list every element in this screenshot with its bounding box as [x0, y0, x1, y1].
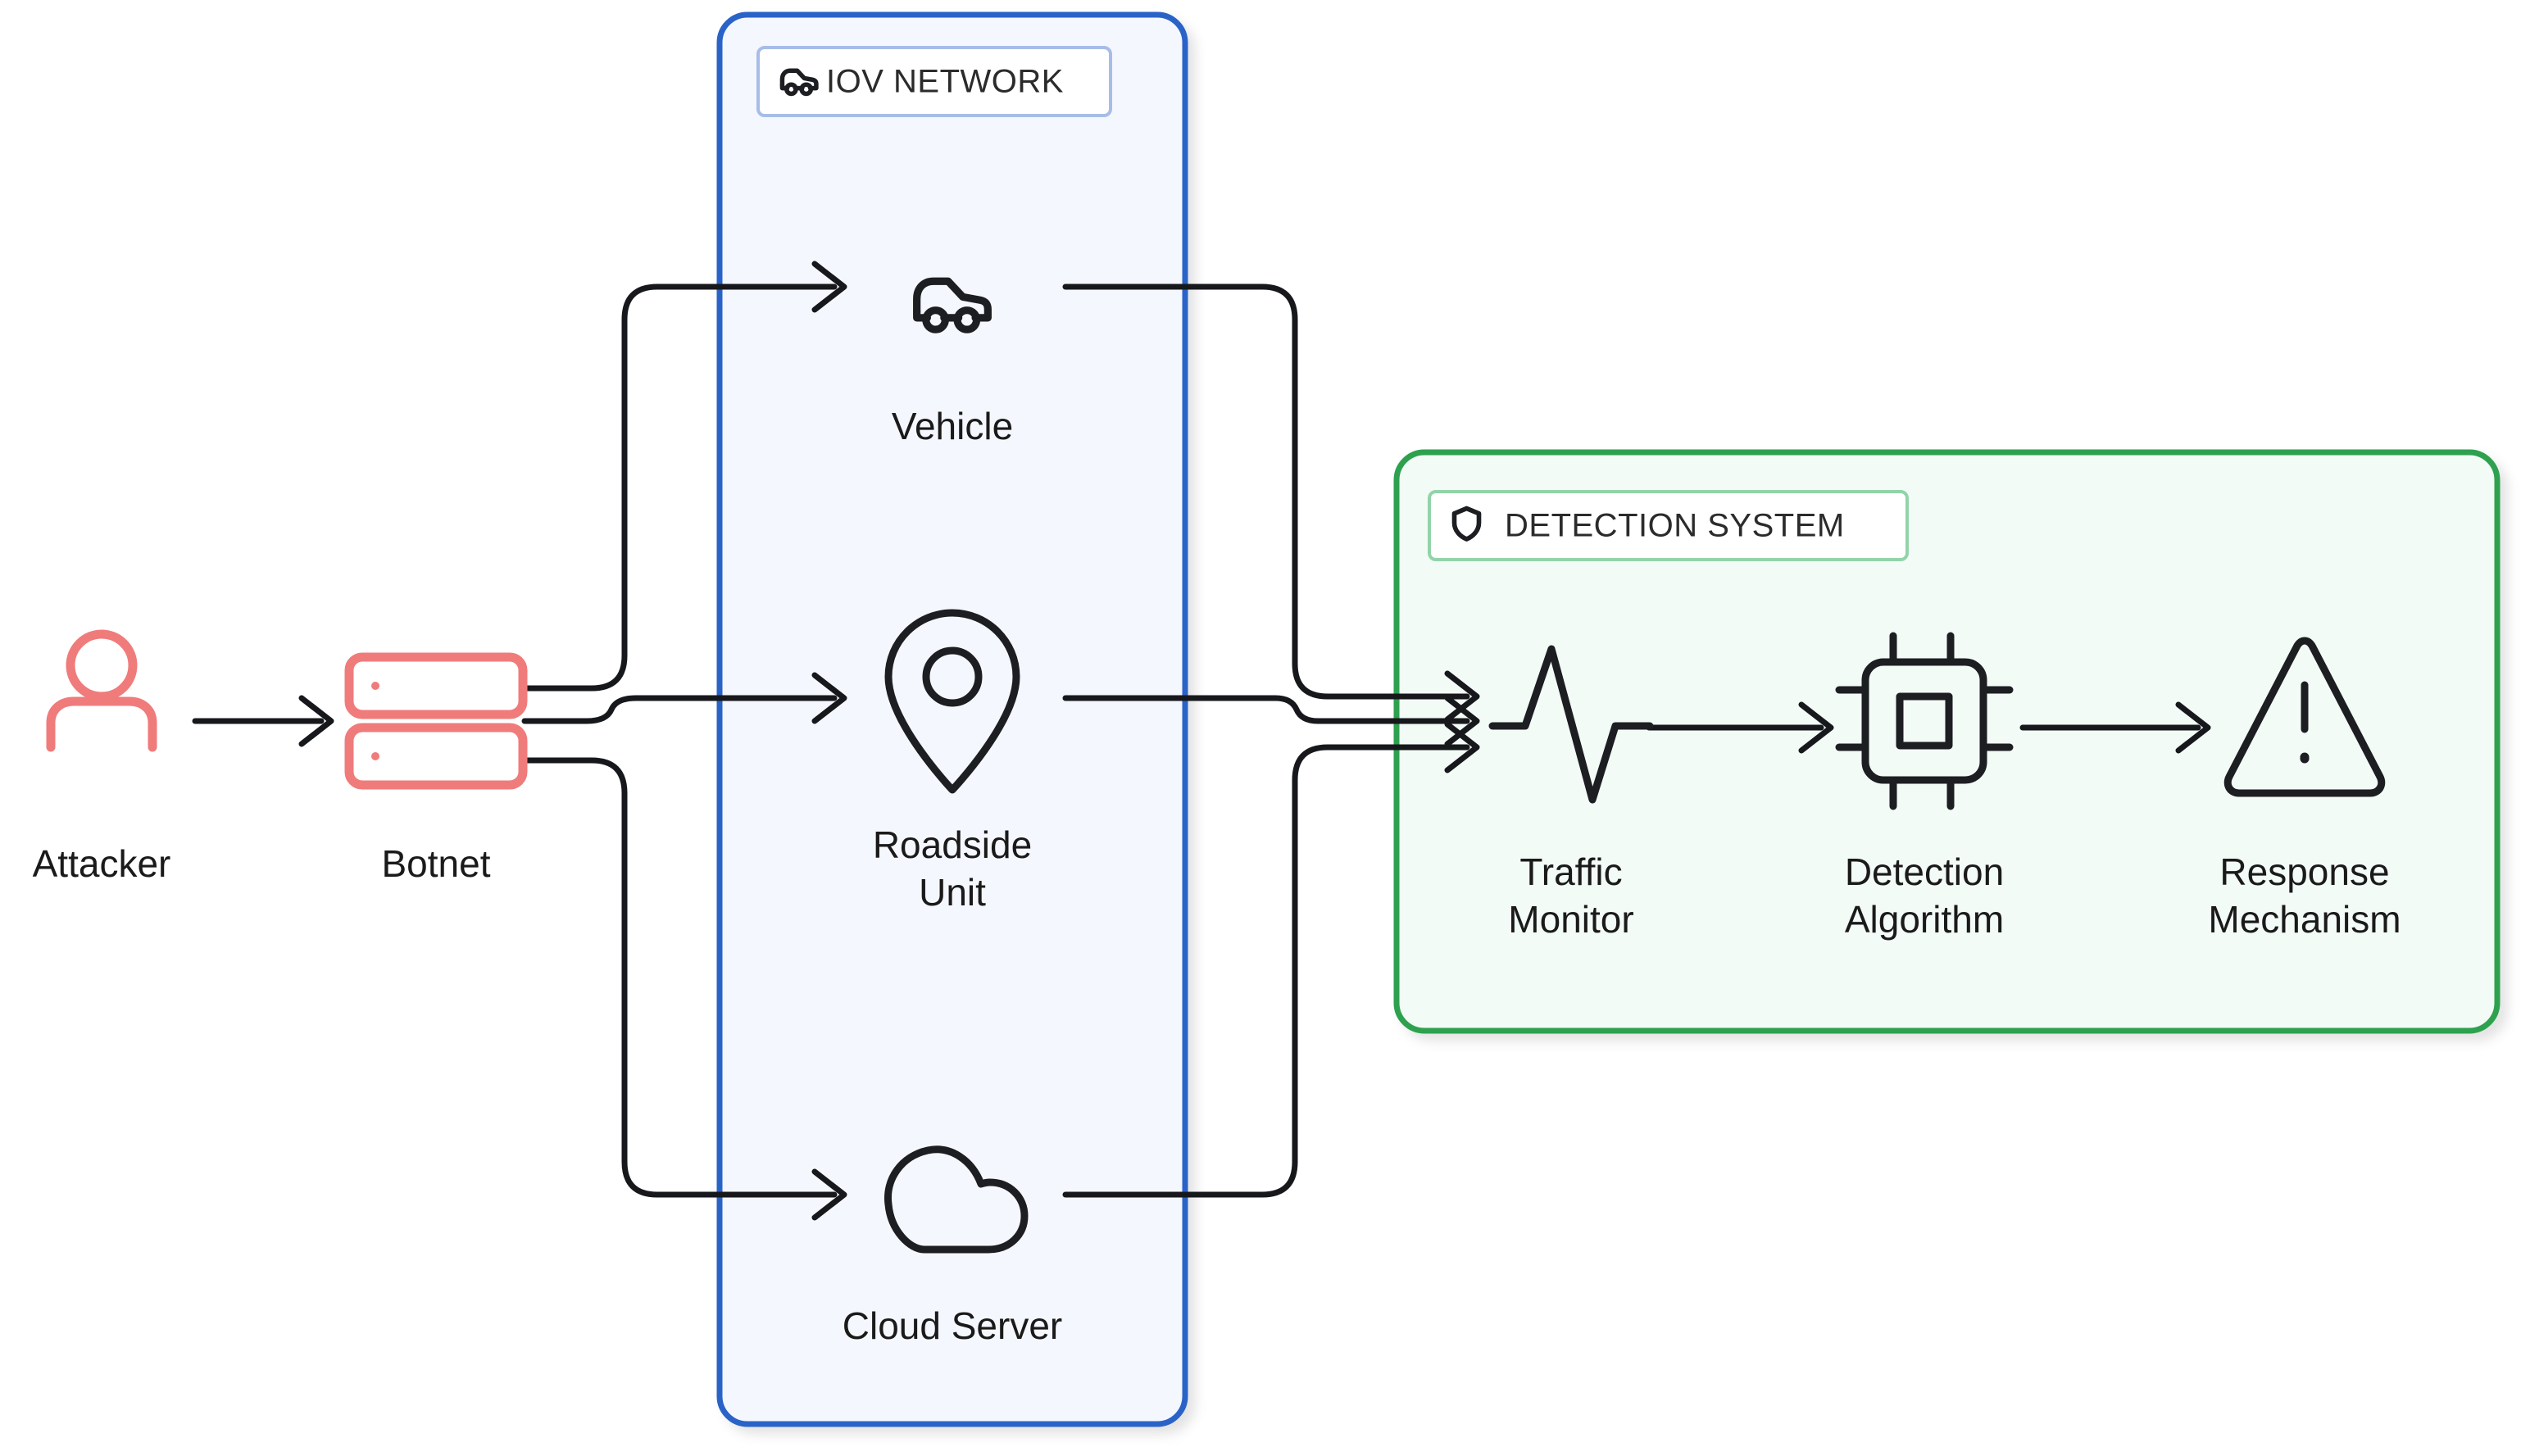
node-roadside-unit[interactable]: Roadside Unit	[873, 609, 1032, 914]
node-botnet[interactable]: Botnet	[344, 652, 528, 885]
map-pin-icon	[884, 609, 1020, 794]
iov-network-label: IOV NETWORK	[826, 64, 1064, 100]
car-icon	[913, 277, 992, 333]
node-vehicle[interactable]: Vehicle	[892, 277, 1013, 447]
edges-layer	[192, 261, 2211, 1221]
cloud-icon	[884, 1145, 1029, 1254]
response-mechanism-label-line2: Mechanism	[2208, 898, 2401, 941]
edge-detection-algorithm-to-response-mechanism	[2019, 701, 2211, 754]
vehicle-label: Vehicle	[892, 405, 1013, 447]
traffic-monitor-label-line1: Traffic	[1519, 850, 1622, 893]
roadside-unit-label-line2: Unit	[919, 871, 986, 914]
edge-attacker-to-botnet	[192, 695, 334, 747]
car-icon	[779, 68, 819, 97]
attacker-label: Attacker	[33, 842, 171, 885]
edge-botnet-to-vehicle	[521, 261, 847, 692]
edge-botnet-to-cloud-server	[521, 757, 847, 1221]
detection-system-label: DETECTION SYSTEM	[1505, 508, 1845, 544]
edge-botnet-to-roadside-unit	[521, 672, 847, 724]
user-icon	[46, 629, 157, 752]
cloud-server-label: Cloud Server	[843, 1304, 1062, 1347]
edge-roadside-unit-to-traffic-monitor	[1062, 695, 1480, 747]
activity-icon	[1488, 645, 1654, 804]
shield-icon	[1451, 506, 1482, 542]
traffic-monitor-label-line2: Monitor	[1508, 898, 1633, 941]
server-icon	[344, 652, 528, 790]
node-detection-algorithm[interactable]: Detection Algorithm	[1835, 632, 2014, 941]
iov-network-label-chip[interactable]: IOV NETWORK	[756, 46, 1112, 117]
roadside-unit-label-line1: Roadside	[873, 823, 1032, 866]
iov-network-container	[716, 11, 1188, 1427]
node-response-mechanism[interactable]: Response Mechanism	[2208, 637, 2401, 941]
botnet-label: Botnet	[382, 842, 491, 885]
detection-algorithm-label-line1: Detection	[1845, 850, 2004, 893]
alert-triangle-icon	[2223, 637, 2386, 797]
detection-algorithm-label-line2: Algorithm	[1845, 898, 2004, 941]
edge-traffic-monitor-to-detection-algorithm	[1646, 701, 1834, 754]
node-cloud-server[interactable]: Cloud Server	[843, 1145, 1062, 1347]
node-attacker[interactable]: Attacker	[33, 629, 171, 885]
cluster-iov-network[interactable]: IOV NETWORK	[716, 11, 1188, 1427]
response-mechanism-label-line1: Response	[2219, 850, 2389, 893]
detection-system-label-chip[interactable]: DETECTION SYSTEM	[1428, 490, 1909, 561]
node-traffic-monitor[interactable]: Traffic Monitor	[1488, 645, 1654, 941]
edge-vehicle-to-traffic-monitor	[1062, 283, 1480, 723]
detection-label-chip-bg	[1428, 490, 1909, 561]
edge-cloud-server-to-traffic-monitor	[1062, 721, 1480, 1198]
cpu-icon	[1835, 632, 2014, 810]
iov-label-chip-bg	[756, 46, 1112, 117]
